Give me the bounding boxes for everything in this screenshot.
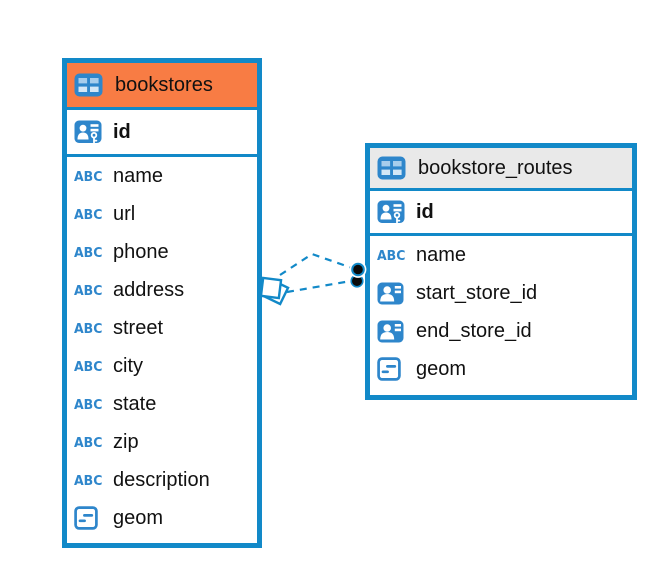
column-name: name <box>113 164 164 187</box>
table-bookstores-header[interactable]: bookstores <box>67 63 257 110</box>
column-row[interactable]: start_store_id <box>370 274 632 312</box>
column-row[interactable]: ABC phone <box>67 233 257 271</box>
person-ref-icon <box>377 282 409 305</box>
person-ref-icon <box>377 320 409 343</box>
abc-text-icon: ABC <box>74 206 103 222</box>
abc-text-icon: ABC <box>74 472 103 488</box>
circle-endpoint[interactable] <box>349 261 367 288</box>
column-name: city <box>113 354 143 377</box>
column-name: start_store_id <box>416 281 538 304</box>
relationship-line-upper[interactable] <box>279 252 353 276</box>
column-name: name <box>416 243 467 266</box>
table-icon <box>377 156 409 180</box>
table-icon <box>74 73 106 97</box>
column-name: geom <box>416 357 467 380</box>
table-bookstore-routes[interactable]: bookstore_routes id ABC n <box>365 143 637 400</box>
abc-text-icon: ABC <box>74 434 103 450</box>
column-row[interactable]: ABC description <box>67 461 257 499</box>
column-name: zip <box>113 430 139 453</box>
abc-text-icon: ABC <box>74 320 103 336</box>
column-row[interactable]: ABC state <box>67 385 257 423</box>
column-row[interactable]: geom <box>370 350 632 388</box>
abc-text-icon: ABC <box>74 358 103 374</box>
abc-text-icon: ABC <box>74 396 103 412</box>
abc-text-icon: ABC <box>74 244 103 260</box>
table-title: bookstore_routes <box>418 156 573 179</box>
column-name: description <box>113 468 210 491</box>
table-bookstores[interactable]: bookstores id ABC name <box>62 58 262 548</box>
column-name: end_store_id <box>416 319 532 342</box>
column-row[interactable]: ABC zip <box>67 423 257 461</box>
geometry-icon <box>74 506 106 530</box>
column-row[interactable]: ABC address <box>67 271 257 309</box>
column-name: street <box>113 316 164 339</box>
relationship-line-lower[interactable] <box>286 279 352 294</box>
column-row[interactable]: geom <box>67 499 257 537</box>
column-name: id <box>416 200 434 223</box>
abc-text-icon: ABC <box>377 247 406 263</box>
person-key-icon <box>74 120 106 145</box>
column-row[interactable]: ABC url <box>67 195 257 233</box>
person-key-icon <box>377 200 409 225</box>
abc-text-icon: ABC <box>74 168 103 184</box>
column-row[interactable]: ABC name <box>67 157 257 195</box>
column-row[interactable]: ABC street <box>67 309 257 347</box>
column-name: id <box>113 120 131 143</box>
column-name: state <box>113 392 157 415</box>
column-row[interactable]: end_store_id <box>370 312 632 350</box>
abc-text-icon: ABC <box>74 282 103 298</box>
column-row-pk[interactable]: id <box>67 110 257 157</box>
column-name: address <box>113 278 185 301</box>
column-name: url <box>113 202 136 225</box>
table-title: bookstores <box>115 73 213 96</box>
table-bookstore-routes-header[interactable]: bookstore_routes <box>370 148 632 191</box>
column-name: phone <box>113 240 169 263</box>
geometry-icon <box>377 357 409 381</box>
column-name: geom <box>113 506 164 529</box>
relationship-connector[interactable] <box>240 230 380 315</box>
column-row-pk[interactable]: id <box>370 191 632 236</box>
column-row[interactable]: ABC city <box>67 347 257 385</box>
column-row[interactable]: ABC name <box>370 236 632 274</box>
diamond-endpoint[interactable] <box>259 276 290 306</box>
